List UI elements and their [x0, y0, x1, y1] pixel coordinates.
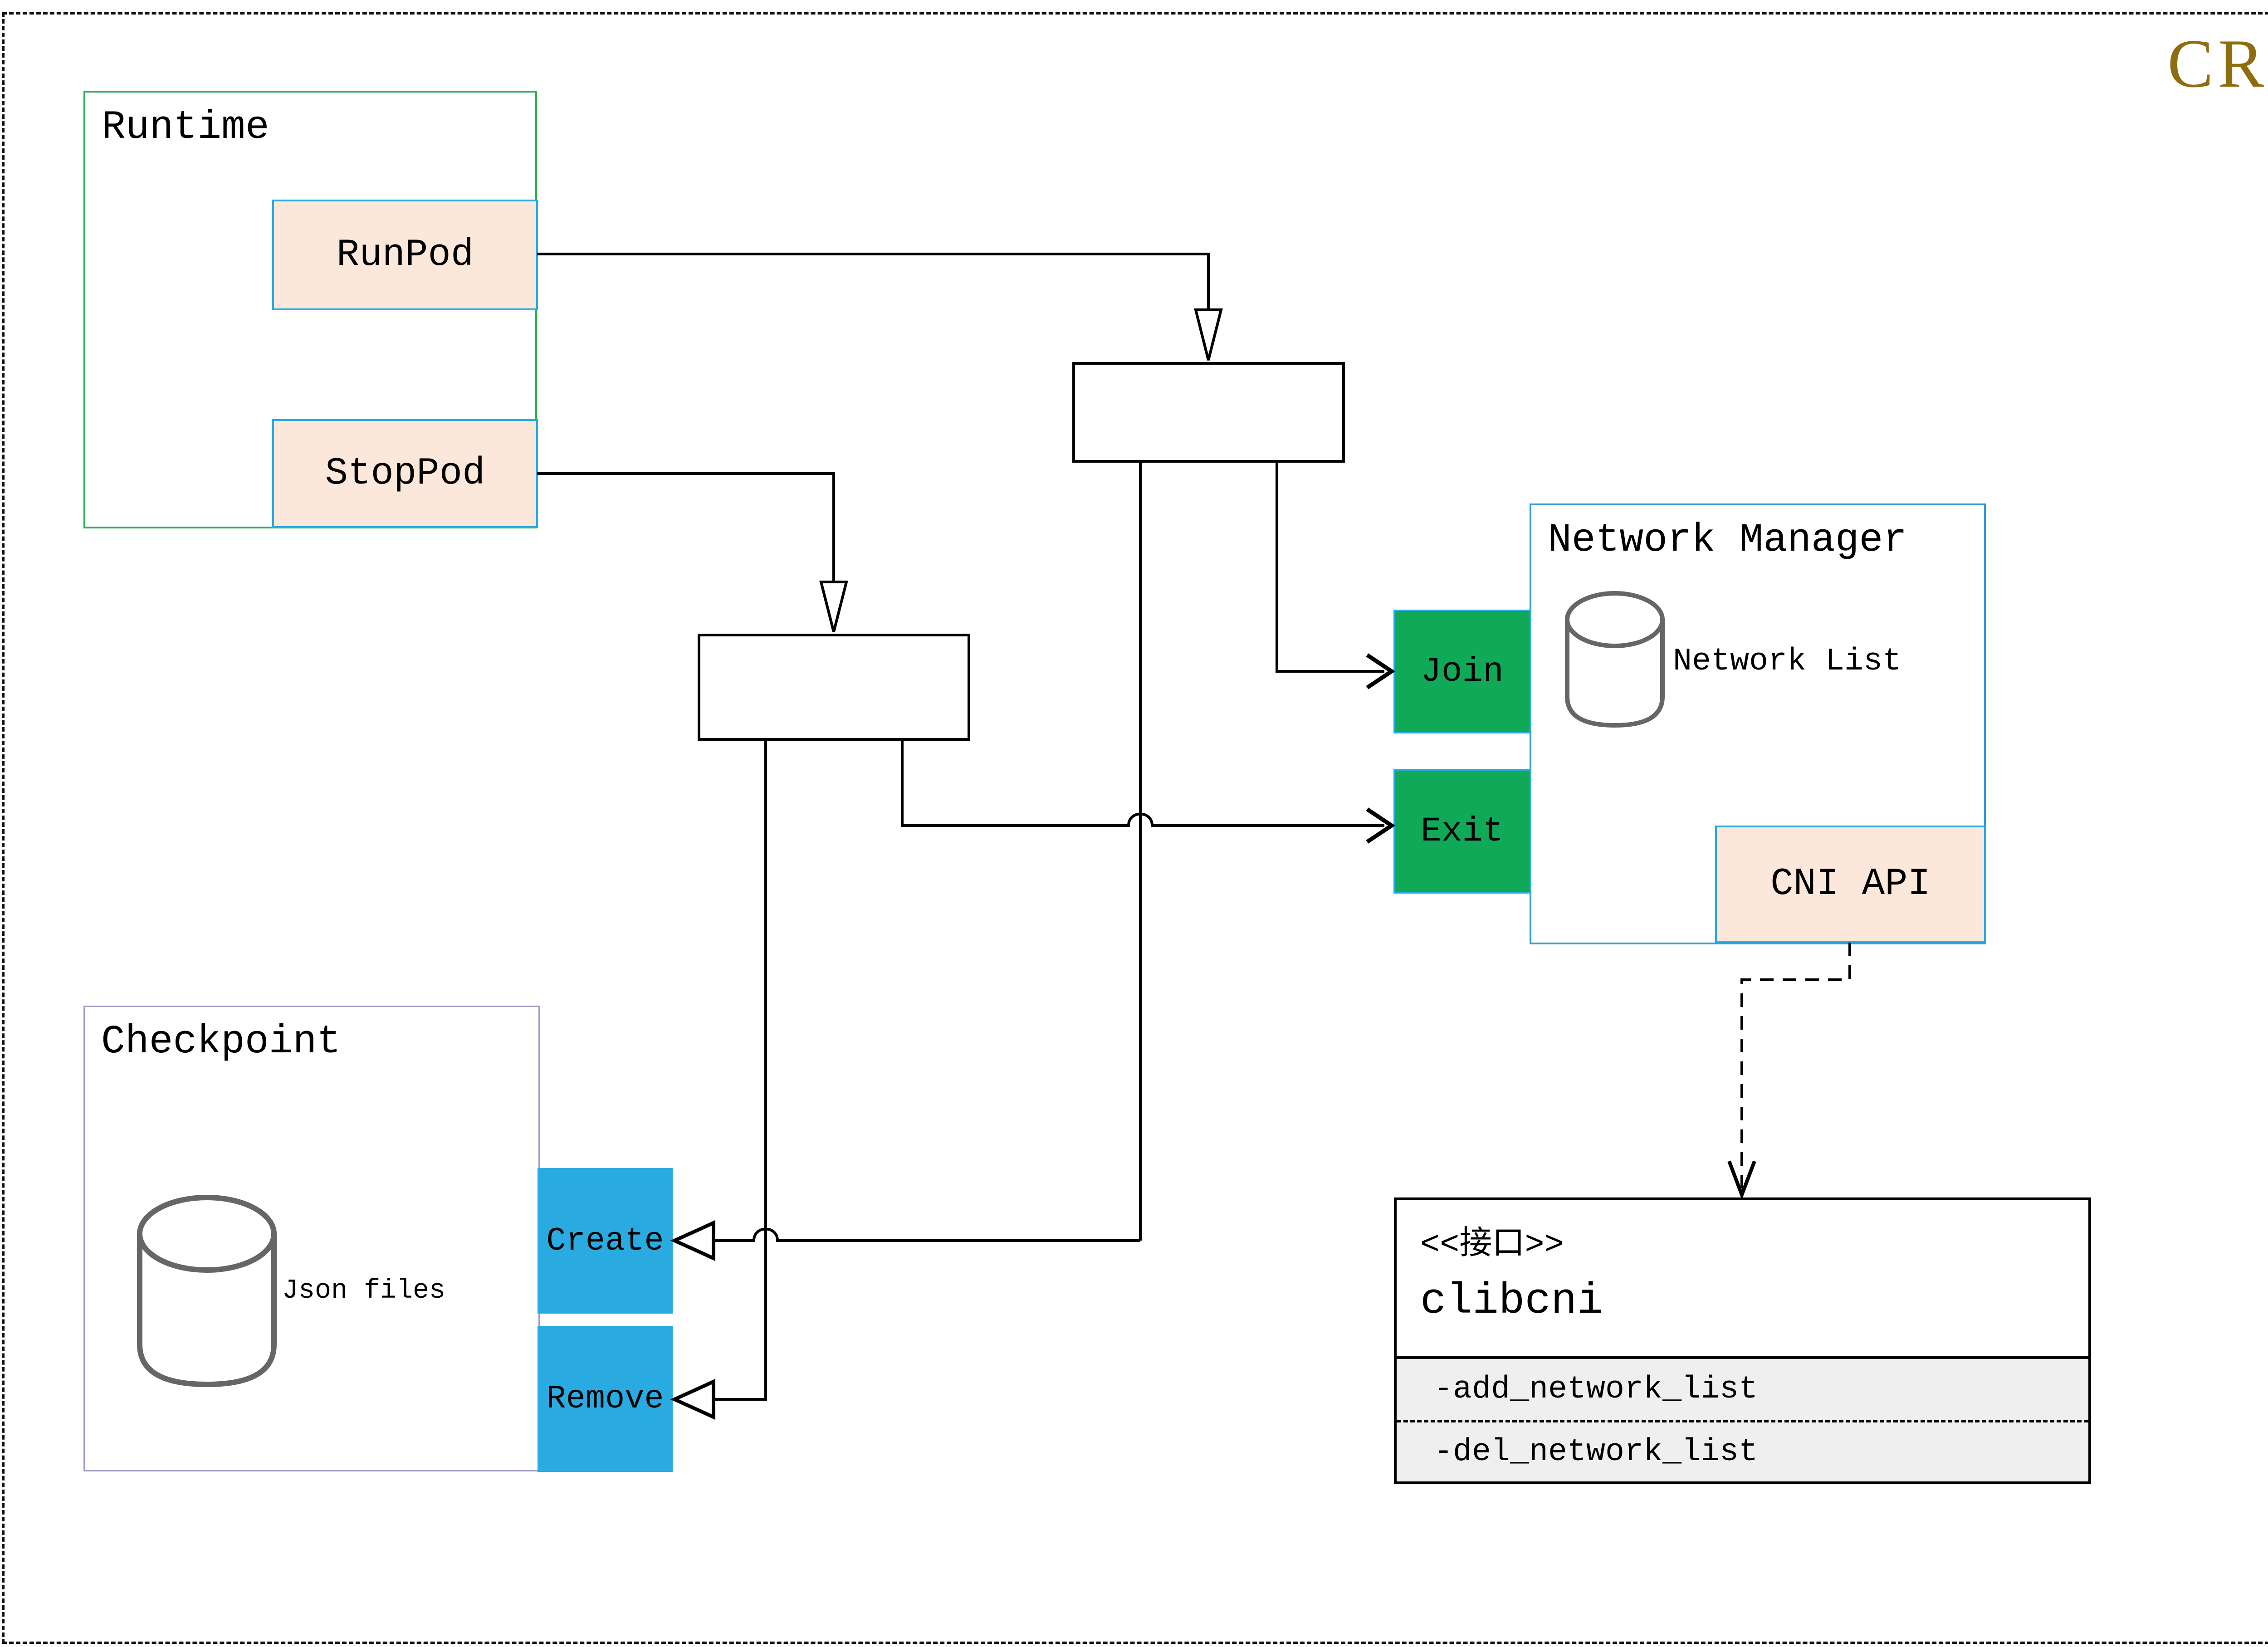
exit-label: Exit: [1421, 812, 1504, 851]
cni-api-node: CNI API: [1715, 826, 1986, 943]
create-node: Create: [538, 1168, 673, 1314]
runpod-label: RunPod: [336, 233, 474, 277]
method-del-network-list: -del_network_list: [1434, 1434, 1758, 1470]
remove-node: Remove: [538, 1326, 673, 1472]
network-manager-group-title: Network Manager: [1548, 518, 1907, 563]
join-label: Join: [1421, 652, 1504, 691]
clibcni-interface-box: <<接口>> clibcni -add_network_list -del_ne…: [1394, 1197, 2091, 1484]
stoppod-node: StopPod: [272, 419, 538, 528]
network-list-label: Network List: [1673, 643, 1902, 679]
checkpoint-group-title: Checkpoint: [101, 1020, 341, 1065]
interface-stereotype: <<接口>>: [1420, 1227, 1564, 1264]
method-row: -del_network_list: [1397, 1420, 2088, 1481]
interface-methods-section: -add_network_list -del_network_list: [1397, 1356, 2088, 1481]
stoppod-label: StopPod: [325, 452, 485, 495]
create-label: Create: [546, 1222, 664, 1260]
method-row: -add_network_list: [1397, 1359, 2088, 1420]
database-cylinder-icon: [1565, 591, 1665, 728]
method-add-network-list: -add_network_list: [1434, 1372, 1758, 1408]
runtime-group-title: Runtime: [102, 105, 269, 150]
json-files-label: Json files: [282, 1276, 446, 1306]
flow-connector-box-1: [1072, 362, 1345, 463]
runpod-node: RunPod: [272, 200, 538, 310]
join-node: Join: [1393, 610, 1531, 733]
flow-connector-box-2: [698, 634, 970, 741]
cni-api-label: CNI API: [1770, 862, 1931, 906]
diagram-title: CRI: [2167, 25, 2268, 102]
database-cylinder-icon: [137, 1195, 277, 1387]
exit-node: Exit: [1393, 769, 1531, 894]
page-dashed-border: [2, 12, 2268, 1644]
remove-label: Remove: [546, 1380, 664, 1417]
interface-name: clibcni: [1420, 1276, 1603, 1326]
